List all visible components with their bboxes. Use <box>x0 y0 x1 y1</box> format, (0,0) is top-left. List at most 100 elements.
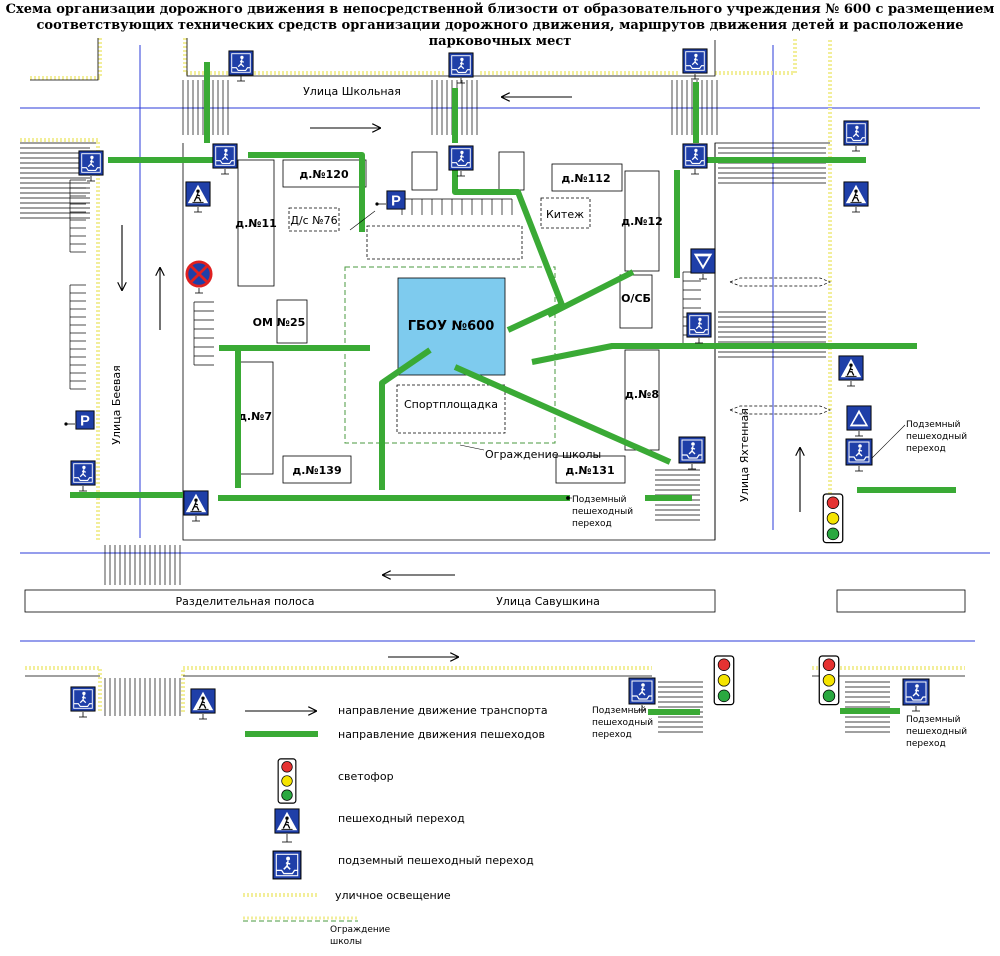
route-yakhtennaya-cross <box>531 343 917 365</box>
underpass-label-d: Подземный пешеходный переход <box>906 715 967 749</box>
fence-label-text: Ограждение школы <box>485 448 601 461</box>
underpass-b-l3: переход <box>906 444 946 454</box>
fence-label: Ограждение школы <box>485 448 601 461</box>
underpass-label-b: Подземный пешеходный переход <box>906 420 967 454</box>
street-beevaya: Улица Беевая <box>110 365 123 445</box>
parking-sign-icon <box>386 190 406 210</box>
crossing-sign-icon <box>185 181 211 207</box>
no-stopping-sign-icon <box>185 260 213 288</box>
zebra-crossings <box>20 80 890 733</box>
yield-sign-icon <box>690 248 716 274</box>
legend-fence-l1: Ограждение <box>330 925 391 935</box>
title-line-2: соответствующих технических средств орга… <box>36 18 964 49</box>
label-school: ГБОУ №600 <box>408 319 495 334</box>
label-osb: О/СБ <box>621 292 651 305</box>
underpass-sign-icon <box>682 143 708 169</box>
divider-strip <box>24 589 966 613</box>
label-d8: д.№8 <box>625 388 659 401</box>
street-savushkina: Улица Савушкина <box>496 595 600 608</box>
underpass-sign-icon <box>686 312 712 338</box>
label-d7: д.№7 <box>238 410 272 423</box>
zebra-crossing <box>104 545 181 585</box>
label-sport: Спортплощадка <box>404 398 498 411</box>
underpass-d-l2: пешеходный <box>906 727 967 737</box>
underpass-sign-icon <box>228 50 254 76</box>
underpass-leaders <box>349 210 906 500</box>
traffic-light-icon <box>713 655 735 706</box>
underpass-sign-icon <box>70 460 96 486</box>
legend-fence-l2: школы <box>330 937 362 947</box>
label-d11: д.№11 <box>235 217 277 230</box>
label-om25: ОМ №25 <box>253 316 306 329</box>
underpass-sign-icon <box>78 150 104 176</box>
pedestrian-routes <box>70 62 956 715</box>
traffic-arrows <box>122 97 800 657</box>
building-labels: д.№120 Д/с №76 д.№11 д.№112 Китеж д.№12 … <box>235 168 663 477</box>
underpass-b-l2: пешеходный <box>906 432 967 442</box>
street-lighting <box>20 38 965 712</box>
crossing-sign-icon <box>190 688 216 714</box>
zebra-crossing <box>718 147 826 184</box>
zebra-crossing <box>658 681 703 733</box>
underpass-sign-icon <box>843 120 869 146</box>
underpass-sign-icon <box>682 48 708 74</box>
underpass-d-l1: Подземный <box>906 715 961 725</box>
label-d131: д.№131 <box>565 464 614 477</box>
label-d112: д.№112 <box>561 172 610 185</box>
legend-crossing-text: пешеходный переход <box>338 812 465 825</box>
underpass-sign-icon <box>212 143 238 169</box>
underpass-sign-icon <box>902 678 930 706</box>
underpass-sign-icon <box>70 686 96 712</box>
road-signs <box>64 48 930 720</box>
route-top-mid <box>452 165 565 307</box>
legend-traffic-light-icon <box>277 758 297 804</box>
street-shkolnaya: Улица Школьная <box>303 85 401 98</box>
street-labels: Улица Школьная Улица Беевая Улица Яхтенн… <box>110 85 751 608</box>
legend-underpass-icon <box>272 850 302 880</box>
underpass-a-l3: переход <box>572 519 612 529</box>
traffic-light-icon <box>822 493 844 544</box>
parking-sign-icon <box>75 410 95 430</box>
underpass-sign-icon <box>448 52 474 78</box>
underpass-c-l2: пешеходный <box>592 718 653 728</box>
legend-lighting-text: уличное освещение <box>335 889 451 902</box>
street-lamp-icon <box>375 202 379 206</box>
map-title: Схема организации дорожного движения в н… <box>0 2 1000 50</box>
underpass-label-c: Подземный пешеходный переход <box>592 706 653 740</box>
traffic-light-icon <box>818 655 840 706</box>
label-kitezh: Китеж <box>546 208 584 221</box>
underpass-sign-icon <box>448 145 474 171</box>
route-top-left <box>248 152 365 232</box>
crossing-sign-icon <box>843 181 869 207</box>
parking-stall-row <box>69 179 86 253</box>
legend-underpass-text: подземный пешеходный переход <box>338 854 534 867</box>
route-school-se <box>453 364 672 465</box>
underpass-a-l2: пешеходный <box>572 507 633 517</box>
zebra-crossing <box>845 681 890 733</box>
zebra-crossing <box>20 147 90 219</box>
title-line-1: Схема организации дорожного движения в н… <box>5 2 995 17</box>
street-lamp-icon <box>64 422 68 426</box>
parking-stall-row <box>401 198 513 215</box>
underpass-b-l1: Подземный <box>906 420 961 430</box>
underpass-sign-icon <box>845 438 873 466</box>
legend-light-text: светофор <box>338 770 394 783</box>
street-axes <box>20 45 990 642</box>
annotations: Ограждение школы Подземный пешеходный пе… <box>485 420 967 749</box>
underpass-c-l3: переход <box>592 730 632 740</box>
legend-ped-text: направление движения пешеходов <box>338 728 545 741</box>
underpass-d-l3: переход <box>906 739 946 749</box>
label-d120: д.№120 <box>299 168 349 181</box>
underpass-label-a: Подземный пешеходный переход <box>572 495 633 529</box>
label-d12: д.№12 <box>621 215 663 228</box>
divider-label: Разделительная полоса <box>176 595 315 608</box>
legend: направление движение транспорта направле… <box>243 704 548 947</box>
speed-bumps <box>729 277 831 415</box>
underpass-a-l1: Подземный <box>572 495 627 505</box>
legend-crossing-icon <box>274 808 300 834</box>
warning-children-sign-icon <box>846 405 872 431</box>
route-school-south <box>379 347 432 490</box>
parking-stalls <box>69 179 701 390</box>
label-ds76: Д/с №76 <box>290 214 337 227</box>
